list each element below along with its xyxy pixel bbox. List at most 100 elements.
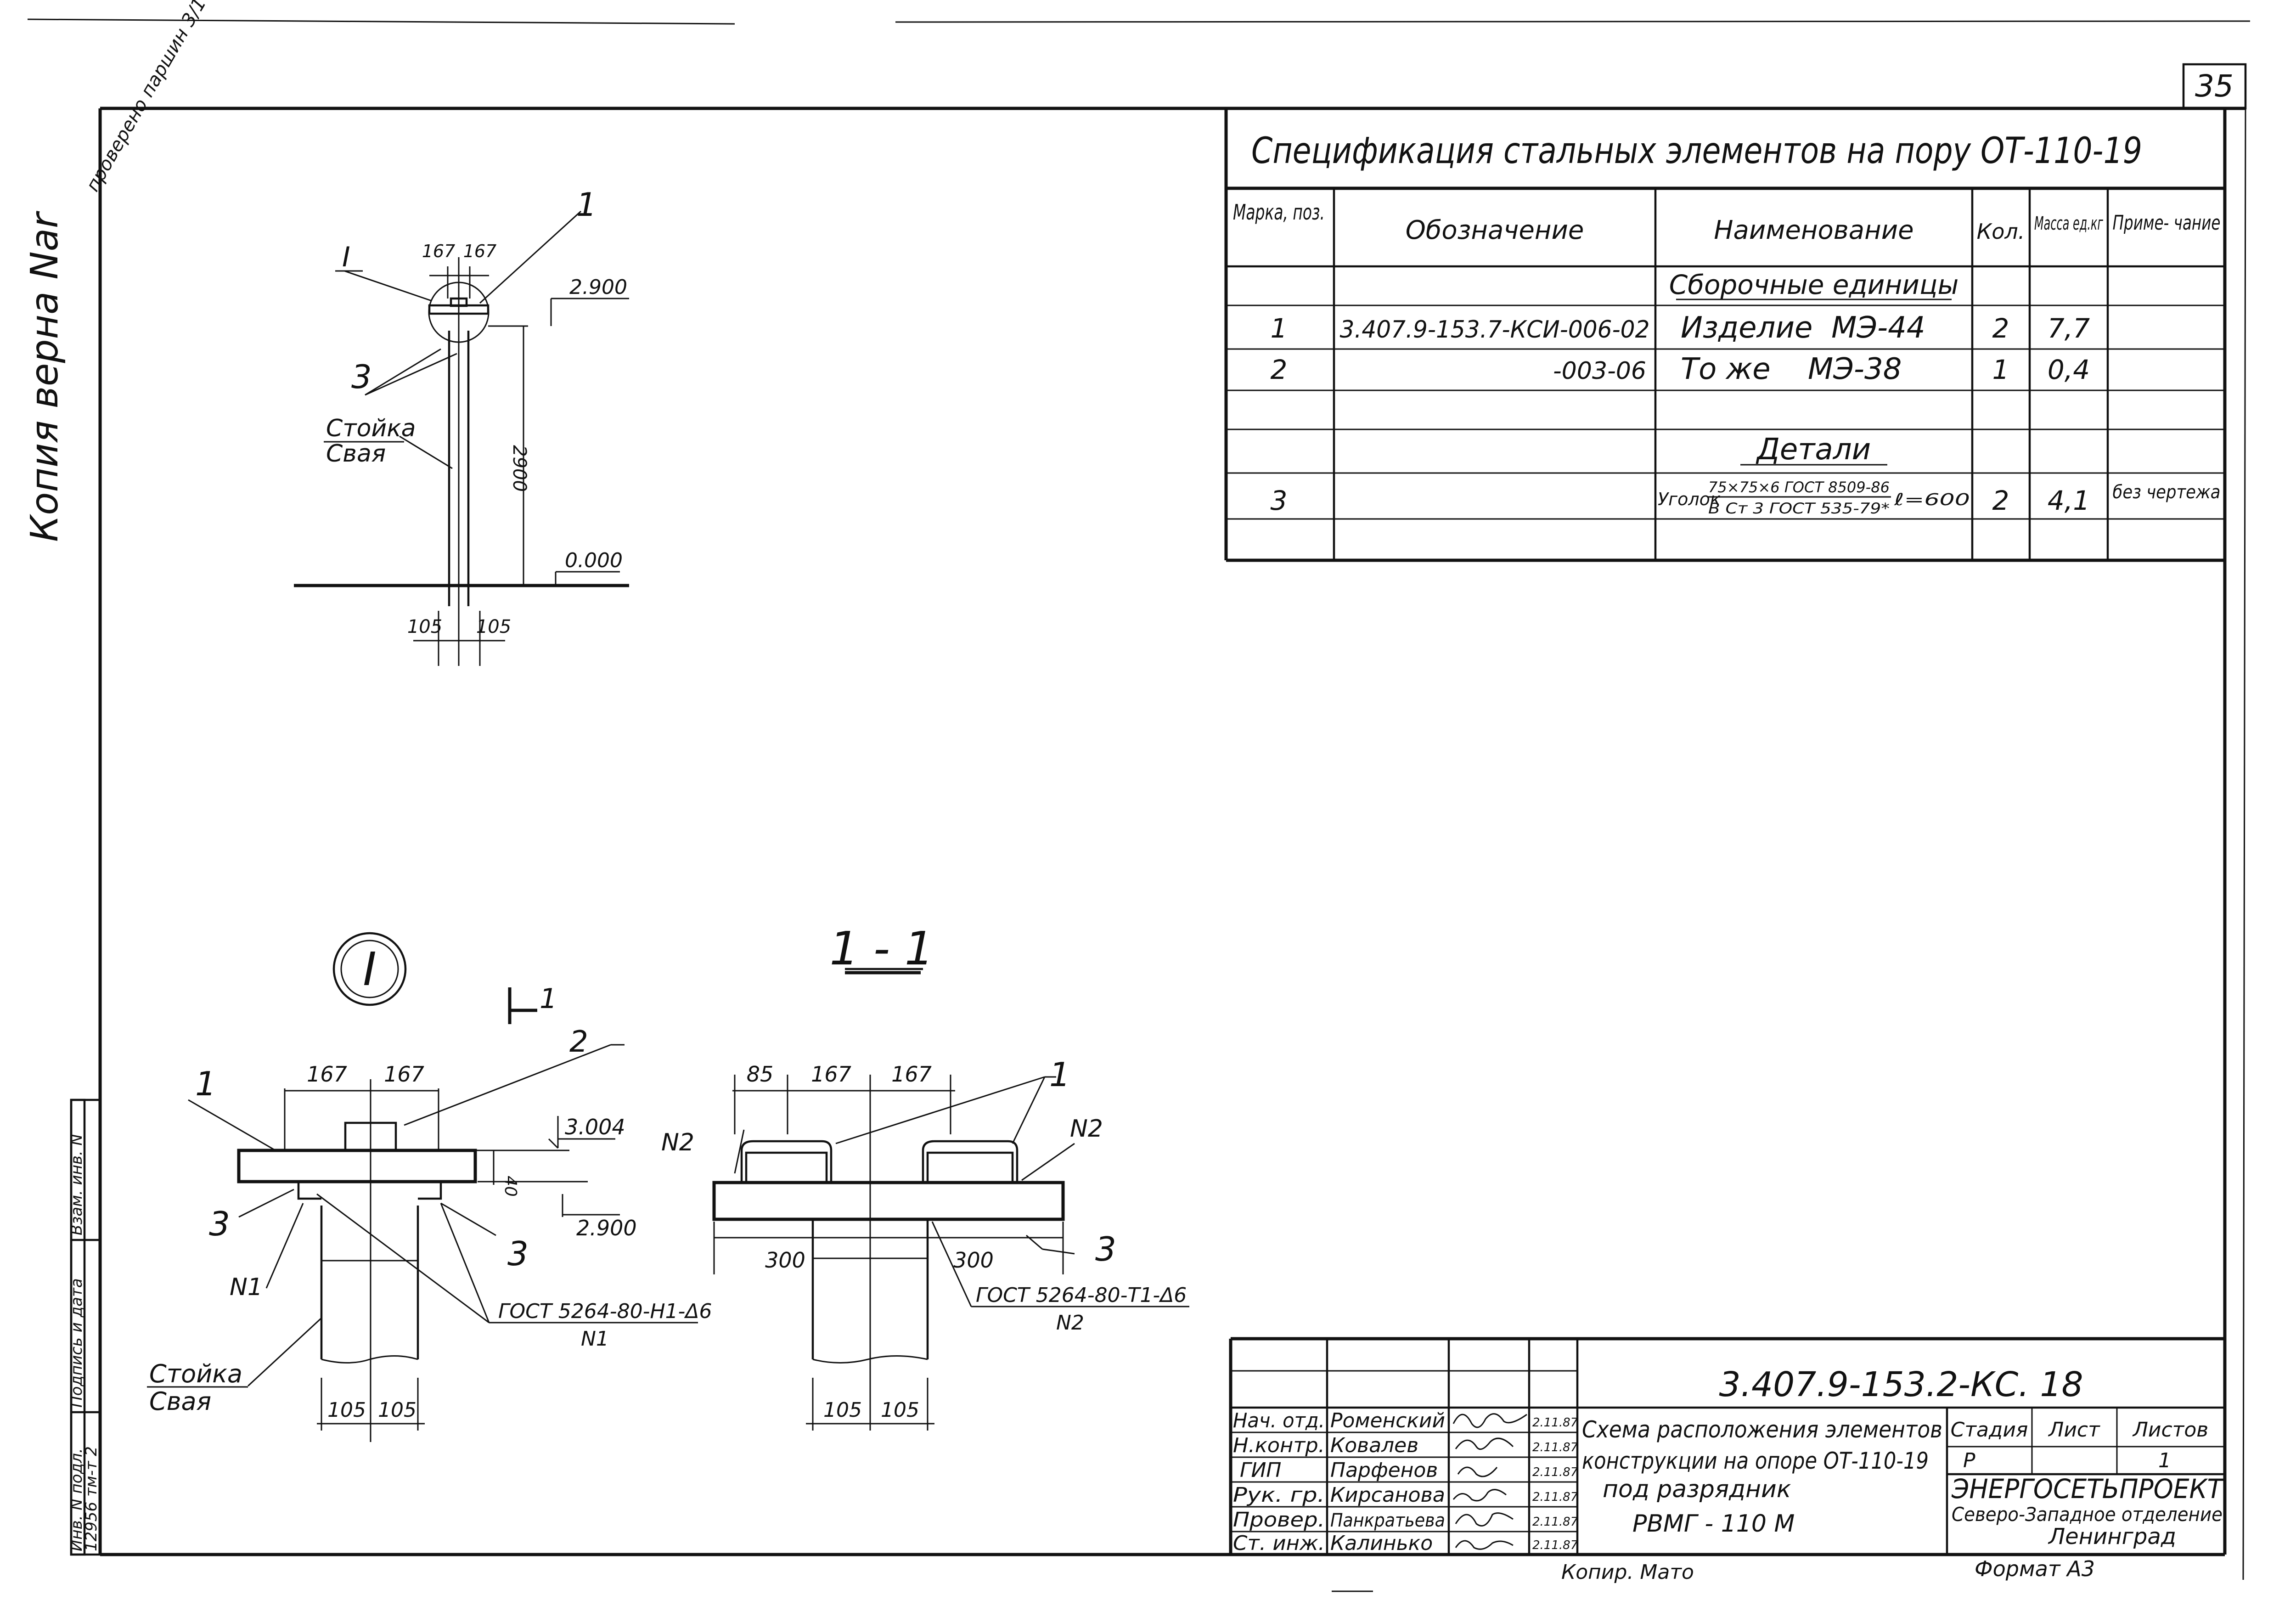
title-block-grid — [1229, 1337, 2225, 1555]
signature-marks — [1452, 1413, 1527, 1550]
tb-role-5: Ст. инж. — [1233, 1532, 1325, 1555]
spec-row2-qty: 1 — [1992, 354, 2009, 385]
tb-date-1: 2.11.87 — [1532, 1441, 1578, 1454]
spec-group-assembly: Сборочные единицы — [1669, 269, 1959, 300]
pole-dim-167a: 167 — [422, 241, 456, 261]
pole-callout-I: I — [342, 241, 350, 273]
detail-I-dim-40: 40 — [501, 1176, 520, 1197]
tb-date-0: 2.11.87 — [1532, 1416, 1578, 1430]
tb-date-5: 2.11.87 — [1532, 1538, 1578, 1552]
detail-I-pos3a: 3 — [209, 1205, 230, 1243]
section-pos3: 3 — [1095, 1230, 1116, 1268]
section-pos1: 1 — [1049, 1055, 1070, 1094]
tb-name-0: Роменский — [1330, 1409, 1445, 1432]
spec-group-details: Детали — [1756, 433, 1871, 467]
tb-desc-3: РВМГ - 110 М — [1632, 1510, 1795, 1538]
spec-table-grid — [1224, 108, 2225, 562]
section-dim-300b: 300 — [953, 1248, 994, 1273]
tb-copied: Копир. Мато — [1561, 1561, 1694, 1584]
spec-row2-mass: 0,4 — [2048, 354, 2090, 385]
spec-row1-qty: 2 — [1992, 313, 2009, 344]
detail-I-pos2: 2 — [569, 1025, 588, 1059]
spec-header-mass: Масса ед.кг — [2034, 213, 2104, 234]
spec-row3-qty: 2 — [1992, 485, 2009, 516]
side-stamp-inv-podl: Инв. N подл. — [68, 1448, 86, 1551]
section-dim-105b: 105 — [881, 1398, 919, 1422]
tb-format: Формат А3 — [1975, 1556, 2095, 1581]
detail-I-section-mark: 1 — [540, 983, 557, 1015]
pole-dim-167b: 167 — [463, 241, 497, 261]
detail-I-label-stoika: Стойка — [149, 1359, 242, 1388]
margin-note-2: проверено паршин 3/1 87 — [82, 0, 225, 195]
spec-row2-mark: 2 — [1271, 354, 1288, 385]
pole-elev-ground: 0.000 — [565, 549, 623, 572]
section-1-1-drawing — [712, 971, 1189, 1431]
pole-label-stoika: Стойка — [326, 415, 416, 442]
tb-org3: Ленинград — [2048, 1524, 2176, 1549]
sheet-frame — [27, 18, 2251, 1580]
tb-desc-1: конструкции на опоре ОТ-110-19 — [1582, 1448, 1929, 1474]
tb-name-3: Кирсанова — [1330, 1483, 1445, 1507]
tb-sheet-label: Лист — [2048, 1418, 2100, 1442]
spec-row3-name-top: 75×75×6 ГОСТ 8509-86 — [1708, 479, 1890, 496]
spec-row1-designation: 3.407.9-153.7-КСИ-006-02 — [1340, 316, 1650, 344]
detail-I-circle-label: I — [363, 942, 377, 996]
spec-row2-name: То же МЭ-38 — [1681, 352, 1902, 386]
tb-stage-label: Стадия — [1951, 1418, 2028, 1442]
side-stamp-podpis: Подпись и дата — [68, 1278, 86, 1408]
spec-header-note: Приме- чание — [2113, 211, 2221, 235]
tb-role-2: ГИП — [1240, 1459, 1282, 1482]
section-n2-left: N2 — [661, 1129, 694, 1156]
tb-role-3: Рук. гр. — [1233, 1483, 1325, 1507]
detail-I-drawing — [188, 932, 698, 1442]
detail-I-dim-105b: 105 — [378, 1398, 416, 1422]
detail-I-dim-167b: 167 — [384, 1062, 424, 1087]
section-dim-85: 85 — [747, 1062, 774, 1087]
spec-header-designation: Обозначение — [1406, 215, 1584, 245]
pole-height: 2900 — [509, 445, 530, 492]
tb-role-4: Провер. — [1233, 1508, 1325, 1532]
spec-row1-mark: 1 — [1271, 313, 1288, 344]
pole-pos3: 3 — [351, 358, 372, 396]
tb-sheets-label: Листов — [2132, 1418, 2208, 1442]
spec-row2-designation: -003-06 — [1553, 357, 1646, 385]
pole-dim-105b: 105 — [476, 616, 511, 637]
tb-stage: Р — [1963, 1449, 1975, 1472]
side-stamp-inv-value: 12956 тм-т 2 — [82, 1446, 101, 1551]
tb-name-2: Парфенов — [1330, 1459, 1438, 1482]
pole-pos1: 1 — [576, 186, 597, 224]
sheet-number: 35 — [2195, 68, 2234, 104]
spec-header-qty: Кол. — [1977, 219, 2025, 244]
spec-row3-name-bottom: В Ст 3 ГОСТ 535-79* — [1708, 500, 1890, 517]
tb-date-3: 2.11.87 — [1532, 1490, 1578, 1504]
spec-row3-note: без чертежа — [2113, 482, 2221, 503]
side-stamp — [70, 1099, 101, 1556]
section-title: 1 - 1 — [830, 922, 934, 975]
detail-I-elev-3004: 3.004 — [565, 1115, 625, 1139]
spec-row3-mass: 4,1 — [2048, 485, 2090, 516]
tb-sheet: 1 — [2158, 1449, 2171, 1472]
pole-elev-top: 2.900 — [569, 276, 627, 299]
tb-org1: ЭНЕРГОСЕТЬПРОЕКТ — [1951, 1473, 2224, 1504]
tb-role-1: Н.контр. — [1233, 1434, 1325, 1457]
tb-name-5: Калинько — [1330, 1532, 1433, 1555]
section-dim-105a: 105 — [823, 1398, 862, 1422]
tb-desc-0: Схема расположения элементов — [1582, 1416, 1942, 1443]
detail-I-elev-2900: 2.900 — [576, 1216, 637, 1240]
detail-I-dim-105a: 105 — [327, 1398, 366, 1422]
spec-header-mark: Марка, поз. — [1233, 200, 1325, 225]
pole-dim-105a: 105 — [407, 616, 442, 637]
tb-desc-2: под разрядник — [1603, 1476, 1791, 1503]
spec-row1-mass: 7,7 — [2048, 313, 2090, 344]
margin-note: Копия верна Nar — [23, 211, 67, 542]
detail-I-weld-n1: N1 — [230, 1273, 263, 1301]
section-gost: ГОСТ 5264-80-Т1-Δ6 — [976, 1284, 1187, 1307]
detail-I-gost: ГОСТ 5264-80-Н1-Δ6 — [498, 1300, 712, 1323]
pole-drawing — [294, 210, 629, 666]
pole-label-svaya: Свая — [326, 440, 386, 468]
tb-name-4: Панкратьева — [1330, 1510, 1445, 1531]
spec-row3-mark: 3 — [1271, 485, 1288, 516]
section-dim-300a: 300 — [765, 1248, 805, 1273]
spec-header-name: Наименование — [1714, 215, 1913, 245]
